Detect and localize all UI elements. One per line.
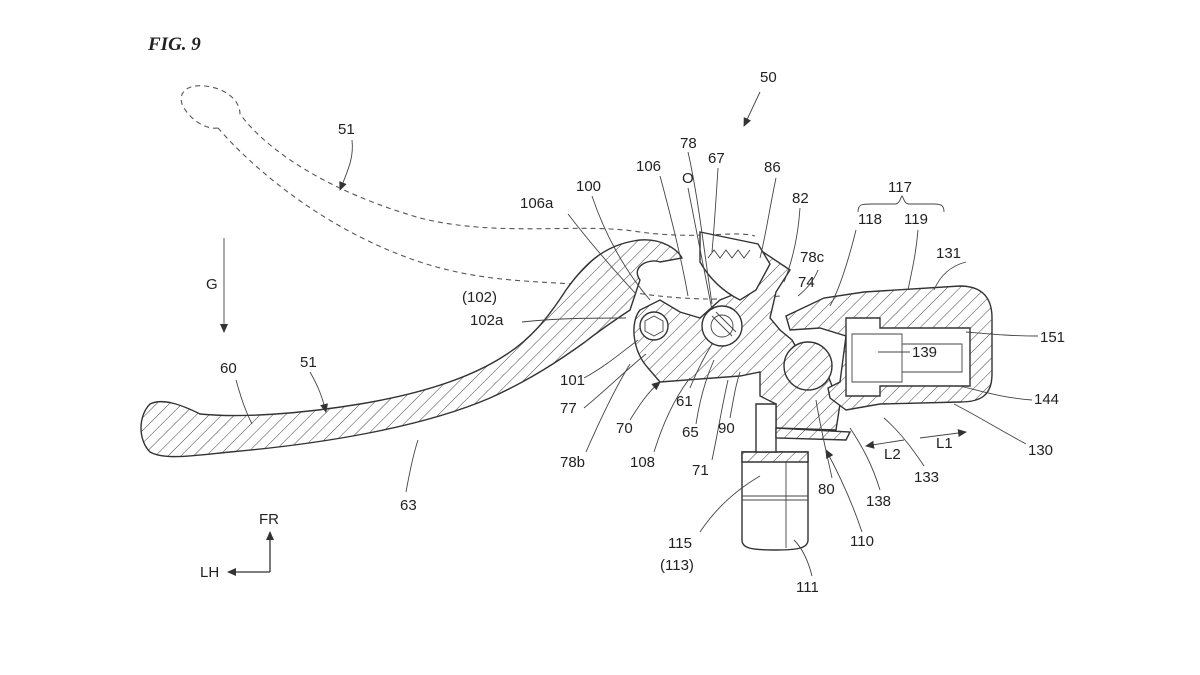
label-133: 133 [914,469,939,486]
lever-section [140,239,684,458]
label-50: 50 [760,69,777,86]
label-115: 115 [668,535,692,552]
label-111: 111 [796,579,819,596]
label-63: 63 [400,497,417,514]
adjuster-bolt-hex [644,315,664,337]
pivot-hatch-1 [711,315,733,337]
label-LH: LH [200,564,219,581]
clamp-slot [741,451,809,463]
label-118: 118 [858,211,882,228]
label-FR: FR [259,511,279,528]
label-102a: 102a [470,312,504,329]
label-131: 131 [936,245,961,262]
label-110: 110 [850,533,874,550]
handlebar-clamp [741,451,809,551]
label-119: 119 [904,211,928,228]
leader-lines [220,91,1039,577]
lever-alt-position-outline [180,85,781,300]
label-78c: 78c [800,249,825,266]
lower-body-rail [775,427,852,441]
stem [755,403,777,453]
pivot-pin-inner [710,314,734,338]
label-51-top: 51 [338,121,355,138]
label-86: 86 [764,159,781,176]
label-G: G [206,276,218,293]
label-130: 130 [1028,442,1053,459]
cam-plate [699,231,771,301]
label-78b: 78b [560,454,585,471]
push-rod-head [783,341,833,391]
pivot-hatch-2 [715,311,737,333]
label-80: 80 [818,481,835,498]
label-113: (113) [660,557,694,574]
label-106a: 106a [520,195,554,212]
label-65: 65 [682,424,699,441]
direction-indicator [227,531,274,576]
label-108: 108 [630,454,655,471]
reservoir-chamber [845,317,971,397]
label-74: 74 [798,274,815,291]
label-90: 90 [718,420,735,437]
label-151: 151 [1040,329,1065,346]
label-60: 60 [220,360,237,377]
bracket-117 [857,195,945,213]
label-82: 82 [792,190,809,207]
label-138: 138 [866,493,891,510]
spring [707,249,751,259]
label-70: 70 [616,420,633,437]
label-L1: L1 [936,435,953,452]
label-101: 101 [560,372,585,389]
figure-title: FIG. 9 [147,34,201,55]
label-139: 139 [912,344,937,361]
label-117: 117 [888,179,912,196]
piston [851,333,963,383]
label-L2: L2 [884,446,901,463]
label-78: 78 [680,135,697,152]
adjuster-bolt [639,311,669,341]
label-106: 106 [636,158,661,175]
label-51-bottom: 51 [300,354,317,371]
label-102-paren: (102) [462,289,497,306]
label-O: O [682,170,694,187]
label-144: 144 [1034,391,1059,408]
label-77: 77 [560,400,577,417]
label-100: 100 [576,178,601,195]
label-61: 61 [676,393,693,410]
label-67: 67 [708,150,725,167]
label-71: 71 [692,462,709,479]
